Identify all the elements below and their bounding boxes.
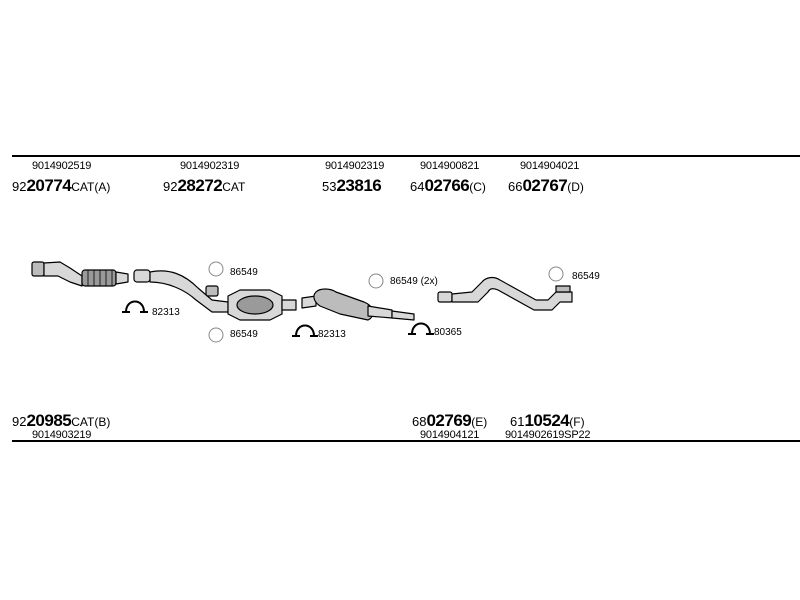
part-ref-prefix: 68 [412,414,427,429]
part-ref-suffix: CAT [222,180,246,194]
part-code-7: 9014904121 [420,429,480,441]
part-ref-prefix: 92 [163,179,178,194]
accessory-label: 80365 [434,327,462,338]
part-code-5: 9014904021 [520,160,580,172]
part-ref-4[interactable]: 6402766(C) [410,177,486,194]
part-ref-1[interactable]: 9220774CAT(A) [12,177,110,194]
part-code-3: 9014902319 [325,160,385,172]
clamp-icon [292,324,318,337]
part-ref-suffix: (E) [471,415,488,429]
part-ref-number: 02767 [522,176,568,195]
part-ref-prefix: 66 [508,179,523,194]
part-ref-number: 02766 [424,176,470,195]
hanger-icon [208,327,224,343]
part-ref-suffix: (D) [567,180,584,194]
accessory-label: 82313 [318,329,346,340]
part-ref-number: 10524 [524,411,570,430]
part-ref-number: 23816 [336,176,382,195]
top-rule [12,155,800,157]
part-ref-prefix: 61 [510,414,525,429]
intermediate-pipe-part[interactable] [133,269,229,313]
part-ref-7[interactable]: 6802769(E) [412,412,487,429]
part-code-6: 9014903219 [32,429,92,441]
part-ref-5[interactable]: 6602767(D) [508,177,584,194]
part-code-1: 9014902519 [32,160,92,172]
part-code-4: 9014900821 [420,160,480,172]
hanger-icon [208,261,224,277]
centre-silencer-part[interactable] [301,288,415,321]
accessory-label: 86549 [230,329,258,340]
part-ref-prefix: 53 [322,179,337,194]
part-ref-prefix: 92 [12,414,27,429]
hanger-icon [548,266,564,282]
part-code-2: 9014902319 [180,160,240,172]
accessory-label: 82313 [152,307,180,318]
catalytic-converter-part[interactable] [227,289,297,321]
accessory-label: 86549 (2x) [390,276,438,287]
hanger-icon [368,273,384,289]
part-ref-number: 20774 [26,176,72,195]
front-pipe-part[interactable] [31,261,129,287]
part-ref-number: 20985 [26,411,72,430]
part-ref-3[interactable]: 5323816 [322,176,382,195]
accessory-label: 86549 [572,271,600,282]
part-ref-number: 28272 [177,176,223,195]
clamp-icon [122,300,148,313]
rear-pipe-part[interactable] [437,276,573,311]
part-ref-8[interactable]: 6110524(F) [510,412,585,429]
part-ref-suffix: CAT(A) [71,180,111,194]
part-ref-suffix: CAT(B) [71,415,111,429]
part-code-8: 9014902619SP22 [505,429,591,441]
part-ref-suffix: (F) [569,415,585,429]
accessory-label: 86549 [230,267,258,278]
part-ref-number: 02769 [426,411,472,430]
part-ref-prefix: 64 [410,179,425,194]
part-ref-suffix: (C) [469,180,486,194]
bottom-rule [12,440,800,442]
clamp-icon [408,322,434,335]
part-ref-2[interactable]: 9228272CAT [163,177,245,194]
part-ref-6[interactable]: 9220985CAT(B) [12,412,110,429]
part-ref-prefix: 92 [12,179,27,194]
